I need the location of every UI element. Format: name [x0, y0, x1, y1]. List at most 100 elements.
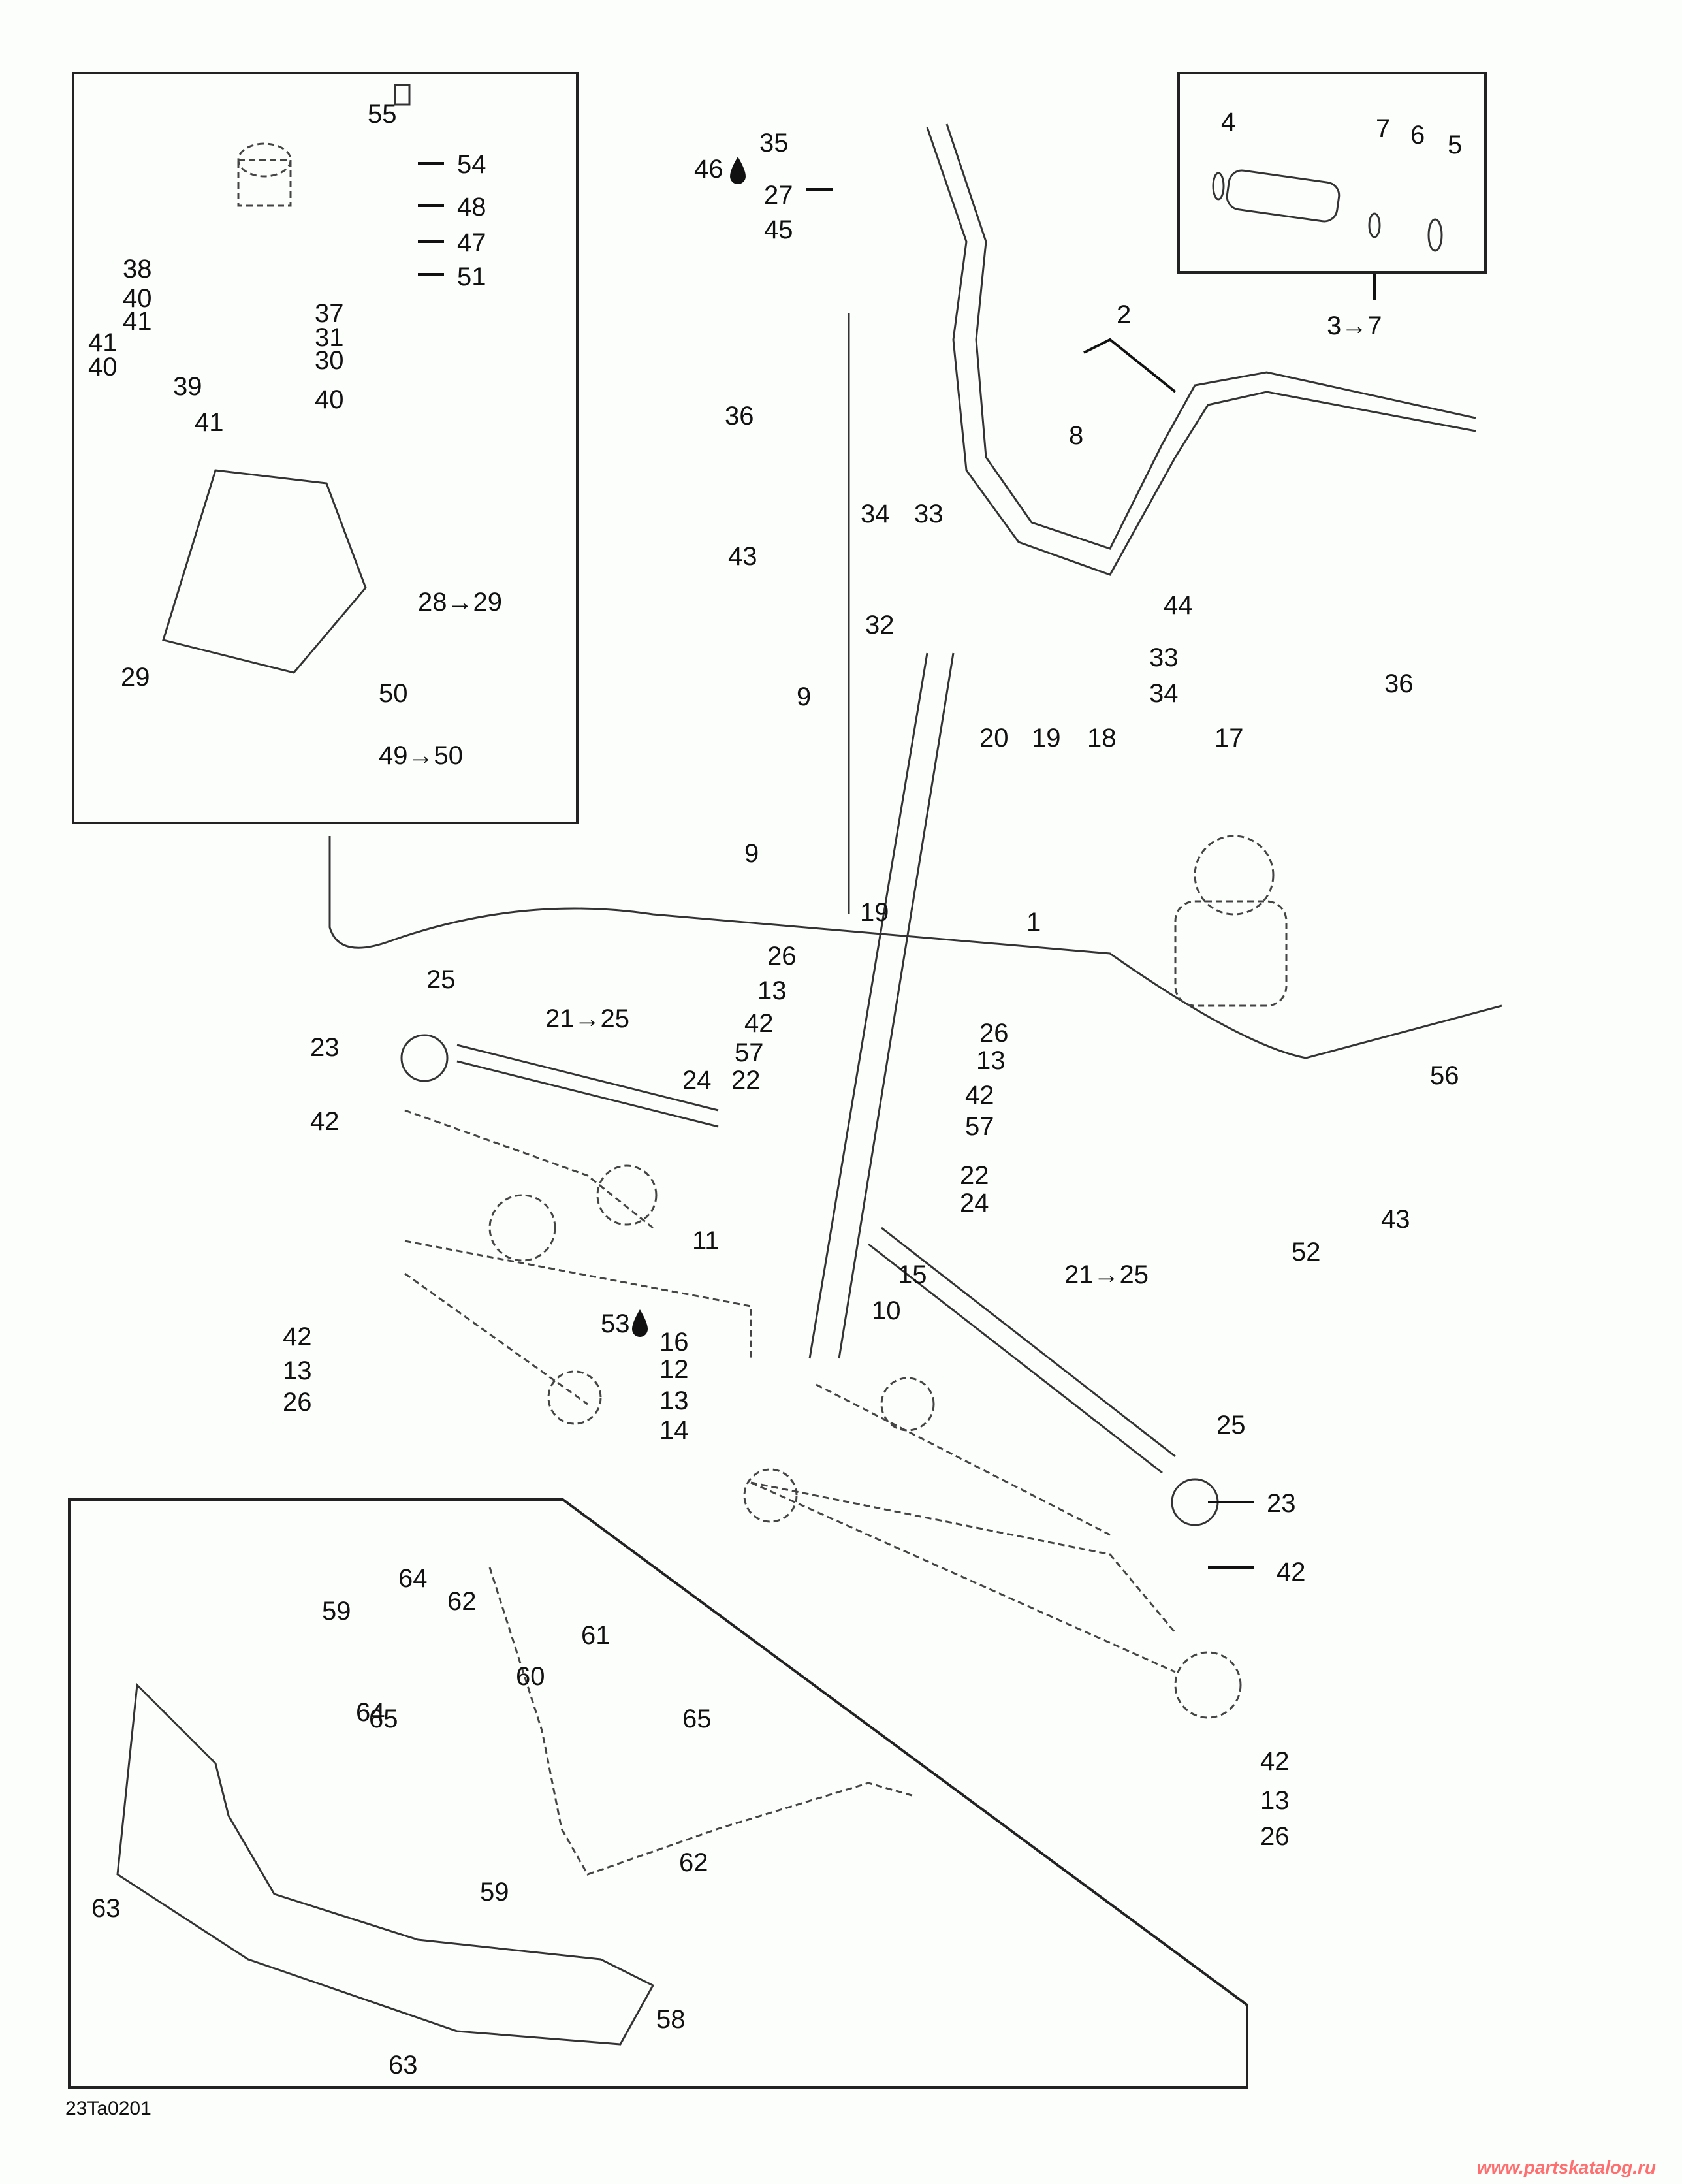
callout: 22: [960, 1161, 989, 1190]
callout: 33: [1149, 643, 1179, 672]
callout: 36: [1384, 669, 1414, 698]
callout: 46: [694, 155, 723, 184]
callouts-inset-top-left: 55 54 48 47 51 38 40 41 37 31 30 39 40 4…: [88, 100, 502, 770]
callout: 63: [389, 2051, 418, 2080]
watermark-link[interactable]: www.partskatalog.ru: [1476, 2157, 1656, 2177]
callout: 23: [1267, 1489, 1296, 1518]
callout: 52: [1292, 1238, 1321, 1266]
callout: 57: [735, 1038, 764, 1067]
callout: 3→7: [1327, 312, 1382, 340]
callout: 30: [315, 346, 344, 375]
callout: 13: [283, 1357, 312, 1385]
callout: 1: [1026, 908, 1041, 937]
a-arm-left: [404, 1109, 752, 1425]
callout: 61: [581, 1621, 611, 1650]
callout: 39: [173, 372, 202, 401]
callout: 31: [315, 323, 344, 352]
callout: 41: [88, 329, 118, 357]
callout: 42: [1277, 1558, 1306, 1586]
callout: 65: [369, 1705, 398, 1733]
handlebar: [926, 123, 1476, 576]
tie-rod-left: [400, 1034, 719, 1128]
callout: 47: [457, 229, 486, 257]
callout: 43: [1381, 1205, 1410, 1234]
callout: 18: [1087, 724, 1117, 752]
callout: 32: [865, 611, 895, 639]
callout: 42: [283, 1323, 312, 1351]
callout: 10: [872, 1296, 901, 1325]
carburetor: [1174, 835, 1288, 1007]
inset-frame-top-left: [72, 72, 579, 824]
callout: 27: [764, 181, 793, 210]
callout: 6: [1410, 121, 1425, 150]
handguard-inset-parts: [116, 1567, 915, 2046]
throttle-cable: [328, 313, 1502, 1059]
callout: 44: [1164, 591, 1193, 620]
callouts-inset-top-right: 4 7 6 5 3→7: [1221, 108, 1462, 340]
callout: 35: [759, 129, 789, 157]
callout: 41: [195, 408, 224, 437]
callout: 36: [725, 402, 754, 430]
callout: 37: [315, 299, 344, 328]
callout: 19: [860, 898, 889, 927]
callout: 9: [797, 682, 811, 711]
callout: 21→25: [545, 1004, 629, 1033]
callout: 26: [283, 1388, 312, 1417]
lubricant-drop-icon: [632, 1309, 648, 1337]
callout: 13: [659, 1387, 689, 1415]
callout: 9: [744, 839, 759, 868]
callout: 41: [123, 307, 152, 336]
callout: 20: [979, 724, 1009, 752]
callout: 63: [91, 1894, 121, 1923]
speedometer-inset-parts: [162, 84, 411, 674]
callout: 62: [447, 1587, 477, 1616]
callout: 24: [682, 1066, 712, 1095]
callout: 60: [516, 1662, 545, 1691]
callout: 22: [731, 1066, 761, 1095]
inset-frame-bottom-left: [68, 1498, 1248, 2089]
callout: 42: [1260, 1747, 1290, 1776]
callout: 49→50: [379, 741, 463, 770]
callout: 33: [914, 500, 944, 528]
callout: 26: [979, 1019, 1009, 1048]
callout: 40: [315, 385, 344, 414]
callout: 42: [965, 1081, 994, 1110]
callout: 21→25: [1064, 1261, 1149, 1289]
callout: 34: [1149, 679, 1179, 708]
callout: 24: [960, 1189, 989, 1217]
callout: 15: [898, 1261, 927, 1289]
callout: 13: [1260, 1786, 1290, 1815]
a-arm-right: [743, 1377, 1242, 1719]
callouts-inset-bottom-left: 64 59 62 61 60 65 65 64 59 62 63 58 63: [91, 1564, 712, 2080]
callout: 29: [121, 663, 150, 692]
callout: 2: [1117, 300, 1131, 329]
callout: 50: [379, 679, 408, 708]
callout: 64: [398, 1564, 428, 1593]
callout: 8: [1069, 421, 1083, 450]
callout: 42: [744, 1009, 774, 1038]
callout: 40: [123, 284, 152, 313]
callout: 59: [480, 1878, 509, 1906]
callout: 12: [659, 1355, 689, 1384]
callout: 57: [965, 1112, 994, 1141]
callout: 13: [976, 1046, 1006, 1075]
callout: 65: [682, 1705, 712, 1733]
callout: 17: [1214, 724, 1244, 752]
callout: 11: [692, 1227, 720, 1255]
callout: 28→29: [418, 588, 502, 617]
callout: 42: [310, 1107, 340, 1136]
inset-frame-top-right: [1177, 72, 1487, 274]
diagram-reference-code: 23Ta0201: [65, 2098, 151, 2119]
callout: 58: [656, 2005, 686, 2034]
steering-column: [808, 652, 955, 1359]
lubricant-drop-icon: [730, 157, 746, 184]
callouts-main: 35 46 27 45 2 8 36 43 34 33 44 32 33 34 …: [283, 129, 1459, 1851]
grip-inset-parts: [1212, 169, 1443, 252]
callout: 26: [1260, 1822, 1290, 1851]
callout: 55: [368, 100, 397, 129]
callout: 56: [1430, 1061, 1459, 1090]
callout: 7: [1376, 114, 1390, 143]
callout: 19: [1032, 724, 1061, 752]
callout: 54: [457, 150, 486, 179]
